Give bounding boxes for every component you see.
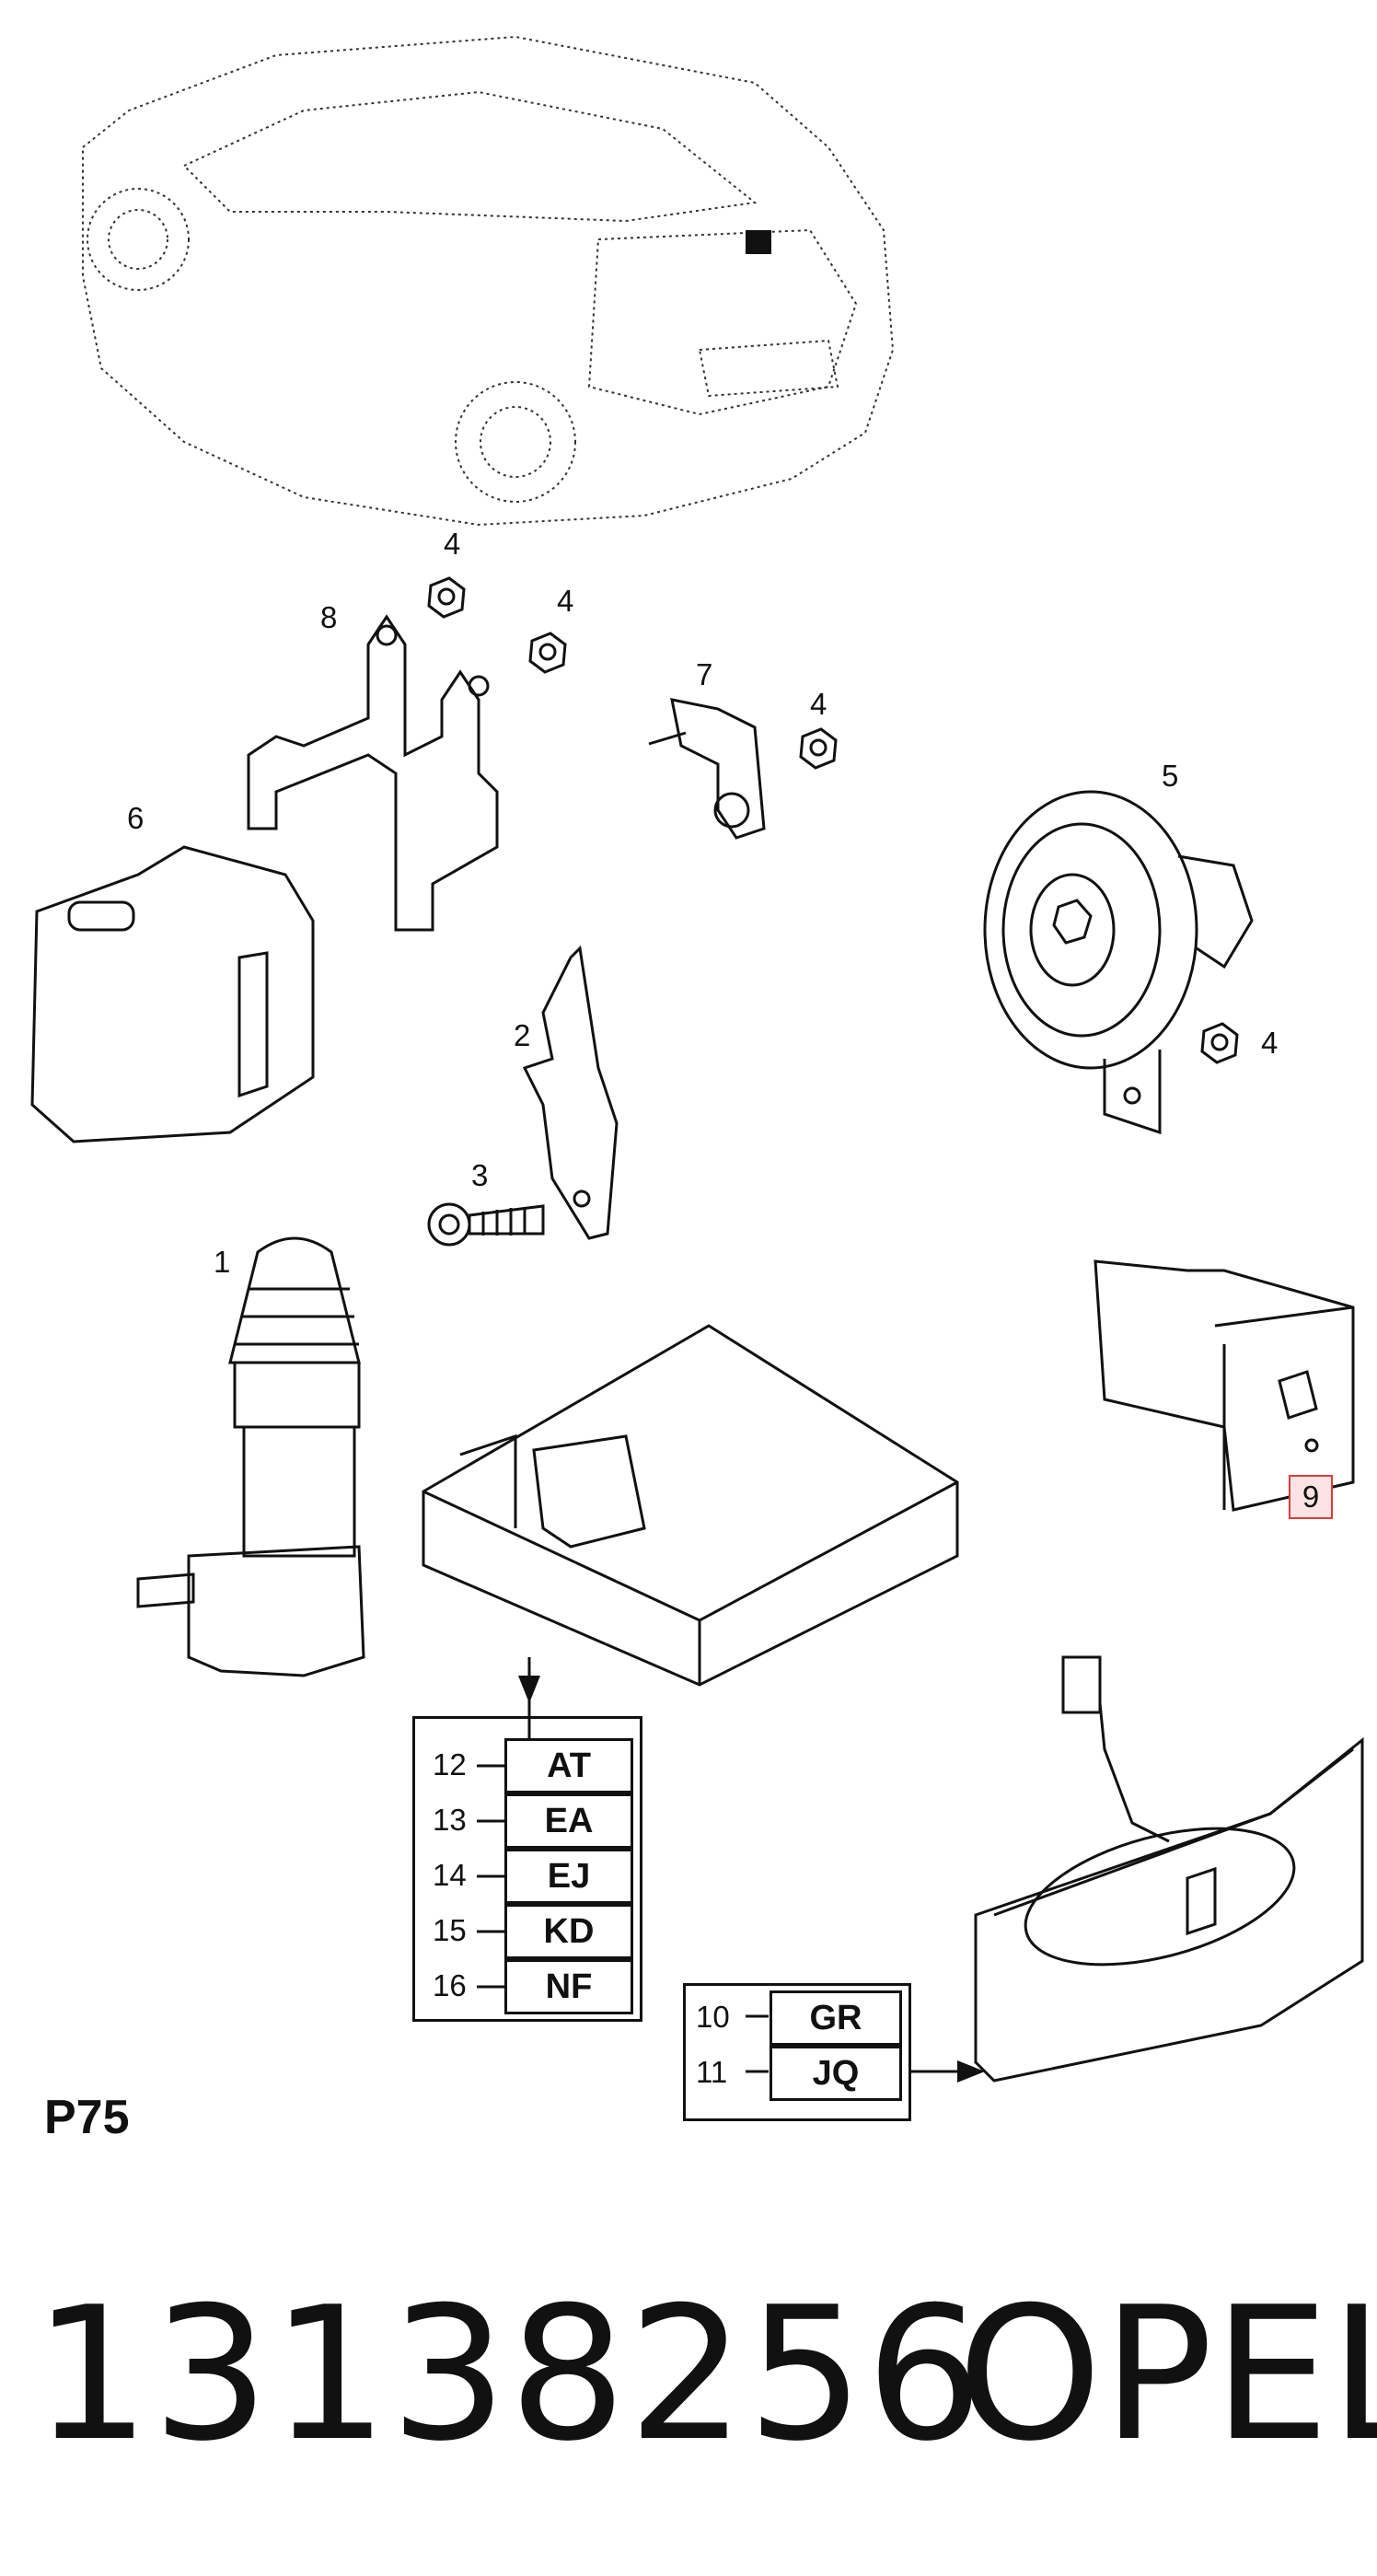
code-number: 10 (696, 2000, 730, 2034)
brand-name: OPEL (957, 2268, 1377, 2482)
code-number: 14 (433, 1858, 467, 1892)
part-number: 13138256 (33, 2268, 985, 2482)
code-label: KD (504, 1904, 633, 1959)
car-illustration (82, 35, 895, 527)
bracket-part-2 (522, 945, 619, 1240)
control-module (422, 1324, 959, 1745)
bracket-part-8 (247, 614, 499, 932)
module-code-frame (412, 1716, 642, 2022)
callout-2: 2 (514, 1018, 531, 1052)
callout-9-highlight: 9 (1289, 1475, 1333, 1519)
switch-code-frame (683, 1983, 911, 2121)
code-number: 15 (433, 1913, 467, 1947)
callout-5: 5 (1162, 759, 1179, 793)
module-code-leaders (477, 1764, 504, 1989)
code-number: 12 (433, 1747, 467, 1781)
switch-part-9 (1094, 1259, 1355, 1512)
horn-part-5 (983, 790, 1254, 1135)
switch-panel (974, 1655, 1364, 2083)
code-number: 11 (696, 2055, 728, 2089)
callout-1: 1 (214, 1245, 231, 1279)
cover-part-6 (30, 845, 315, 1143)
code-label: GR (770, 1990, 902, 2046)
callout-4a: 4 (444, 527, 461, 561)
screw-part-3 (427, 1202, 545, 1247)
callout-8: 8 (320, 600, 338, 634)
nut-icons (427, 576, 1239, 1064)
code-label: NF (504, 1959, 633, 2014)
bracket-part-7 (648, 698, 766, 840)
code-label: JQ (770, 2046, 902, 2101)
callout-4b: 4 (557, 584, 574, 618)
callout-4c: 4 (810, 687, 827, 721)
code-label: EA (504, 1793, 633, 1849)
page-code: P75 (44, 2091, 130, 2144)
code-label: EJ (504, 1849, 633, 1904)
switch-arrow (746, 2014, 985, 2083)
actuator-part-1 (136, 1236, 365, 1677)
code-label: AT (504, 1738, 633, 1793)
callout-6: 6 (127, 801, 145, 835)
code-number: 16 (433, 1968, 467, 2002)
callout-7: 7 (696, 657, 713, 691)
callout-3: 3 (471, 1158, 489, 1192)
callout-4d: 4 (1261, 1026, 1279, 1060)
code-number: 13 (433, 1803, 467, 1837)
